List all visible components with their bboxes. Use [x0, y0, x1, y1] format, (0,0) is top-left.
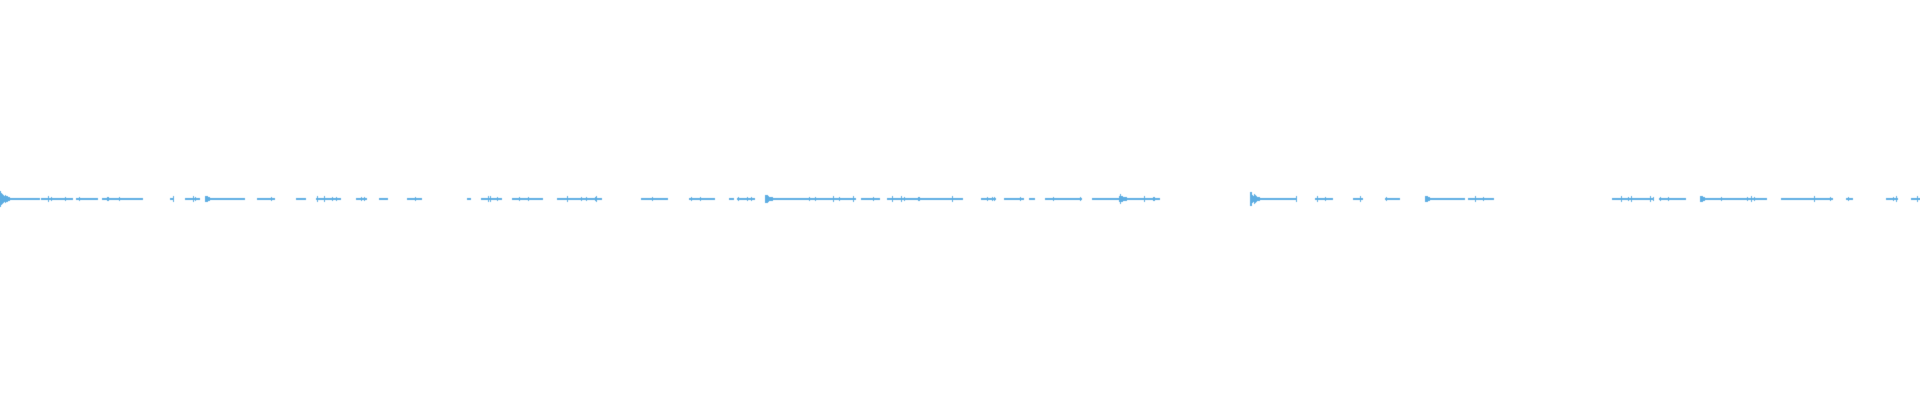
- audio-waveform[interactable]: [0, 0, 1920, 400]
